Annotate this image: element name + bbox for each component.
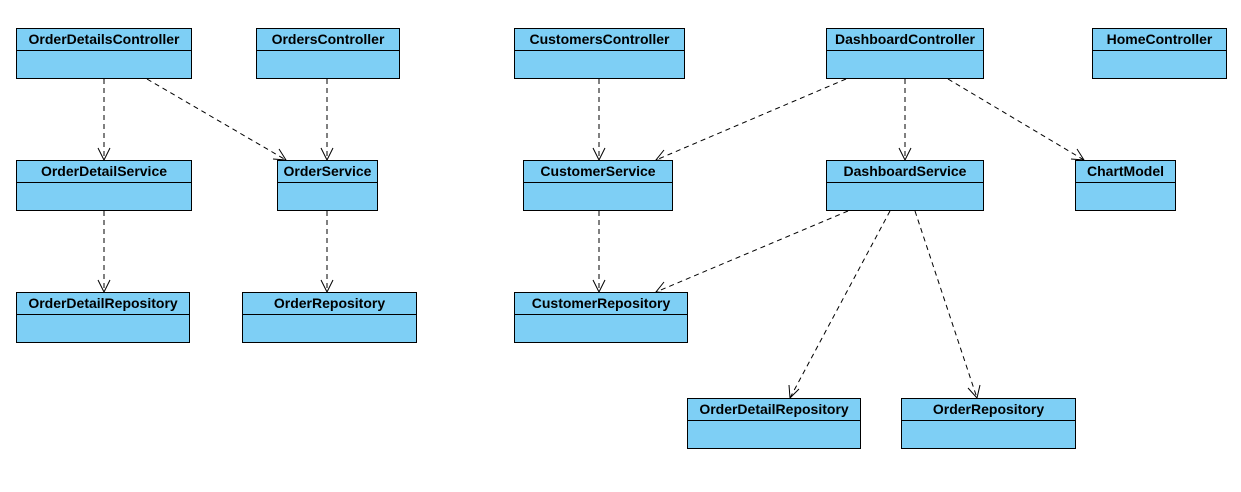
class-orderdetailscontroller[interactable]: OrderDetailsController [16, 28, 192, 79]
dep-dashboardservice-orderrepository [914, 210, 978, 399]
arrowhead [272, 148, 287, 161]
class-body [524, 183, 672, 210]
class-name: CustomerService [524, 161, 672, 183]
class-customerservice[interactable]: CustomerService [523, 160, 673, 211]
class-customerrepository[interactable]: CustomerRepository [514, 292, 688, 343]
class-name: CustomerRepository [515, 293, 687, 315]
class-name: HomeController [1093, 29, 1226, 51]
class-body [1076, 183, 1175, 210]
class-homecontroller[interactable]: HomeController [1092, 28, 1227, 79]
class-body [1093, 51, 1226, 78]
class-body [17, 315, 189, 342]
class-name: OrdersController [257, 29, 399, 51]
class-orderscontroller[interactable]: OrdersController [256, 28, 400, 79]
dep-dashboardcontroller-chartmodel [947, 78, 1085, 161]
class-orderrepository[interactable]: OrderRepository [242, 292, 417, 343]
class-body [257, 51, 399, 78]
class-body [515, 51, 684, 78]
class-body [243, 315, 416, 342]
class-body [688, 421, 860, 448]
class-body [902, 421, 1075, 448]
class-name: OrderDetailRepository [688, 399, 860, 421]
class-orderdetailrepository[interactable]: OrderDetailRepository [16, 292, 190, 343]
class-name: OrderRepository [902, 399, 1075, 421]
class-body [515, 315, 687, 342]
class-orderservice[interactable]: OrderService [277, 160, 378, 211]
class-dashboard-orderrepository[interactable]: OrderRepository [901, 398, 1076, 449]
dep-dashboardcontroller-customerservice [655, 78, 847, 161]
arrowhead [967, 384, 981, 400]
class-name: OrderDetailRepository [17, 293, 189, 315]
class-body [278, 183, 377, 210]
class-dashboardservice[interactable]: DashboardService [826, 160, 984, 211]
class-name: DashboardService [827, 161, 983, 183]
class-chartmodel[interactable]: ChartModel [1075, 160, 1176, 211]
class-name: OrderDetailService [17, 161, 191, 183]
dep-dashboardservice-orderdetailrepository [789, 210, 891, 399]
dep-orderdetailscontroller-orderservice [146, 78, 287, 161]
class-name: OrderRepository [243, 293, 416, 315]
class-name: ChartModel [1076, 161, 1175, 183]
class-body [827, 183, 983, 210]
class-dashboardcontroller[interactable]: DashboardController [826, 28, 984, 79]
class-name: OrderService [278, 161, 377, 183]
class-name: DashboardController [827, 29, 983, 51]
class-body [17, 51, 191, 78]
class-name: CustomersController [515, 29, 684, 51]
class-body [17, 183, 191, 210]
class-name: OrderDetailsController [17, 29, 191, 51]
class-orderdetailservice[interactable]: OrderDetailService [16, 160, 192, 211]
class-customerscontroller[interactable]: CustomersController [514, 28, 685, 79]
class-dashboard-orderdetailrepository[interactable]: OrderDetailRepository [687, 398, 861, 449]
dep-dashboardservice-customerrepository [655, 210, 849, 293]
class-body [827, 51, 983, 78]
